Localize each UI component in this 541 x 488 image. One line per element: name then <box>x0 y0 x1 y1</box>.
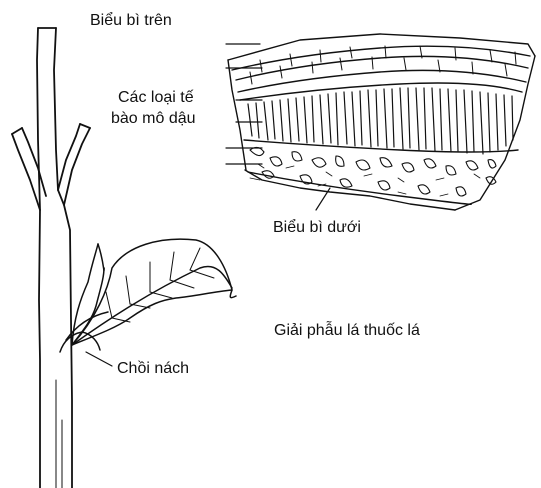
plant-stem <box>12 28 90 488</box>
label-palisade-line2: bào mô dậu <box>111 109 196 129</box>
leaf-cross-section <box>228 34 535 210</box>
label-palisade-line1: Các loại tế <box>118 88 194 108</box>
leaf-and-bud <box>60 239 236 366</box>
label-upper-epidermis: Biểu bì trên <box>90 11 172 31</box>
label-lower-epidermis: Biểu bì dưới <box>273 218 361 238</box>
label-leader-lines <box>226 44 330 210</box>
label-axillary-bud: Chồi nách <box>117 359 189 379</box>
diagram-caption: Giải phẫu lá thuốc lá <box>274 321 420 341</box>
